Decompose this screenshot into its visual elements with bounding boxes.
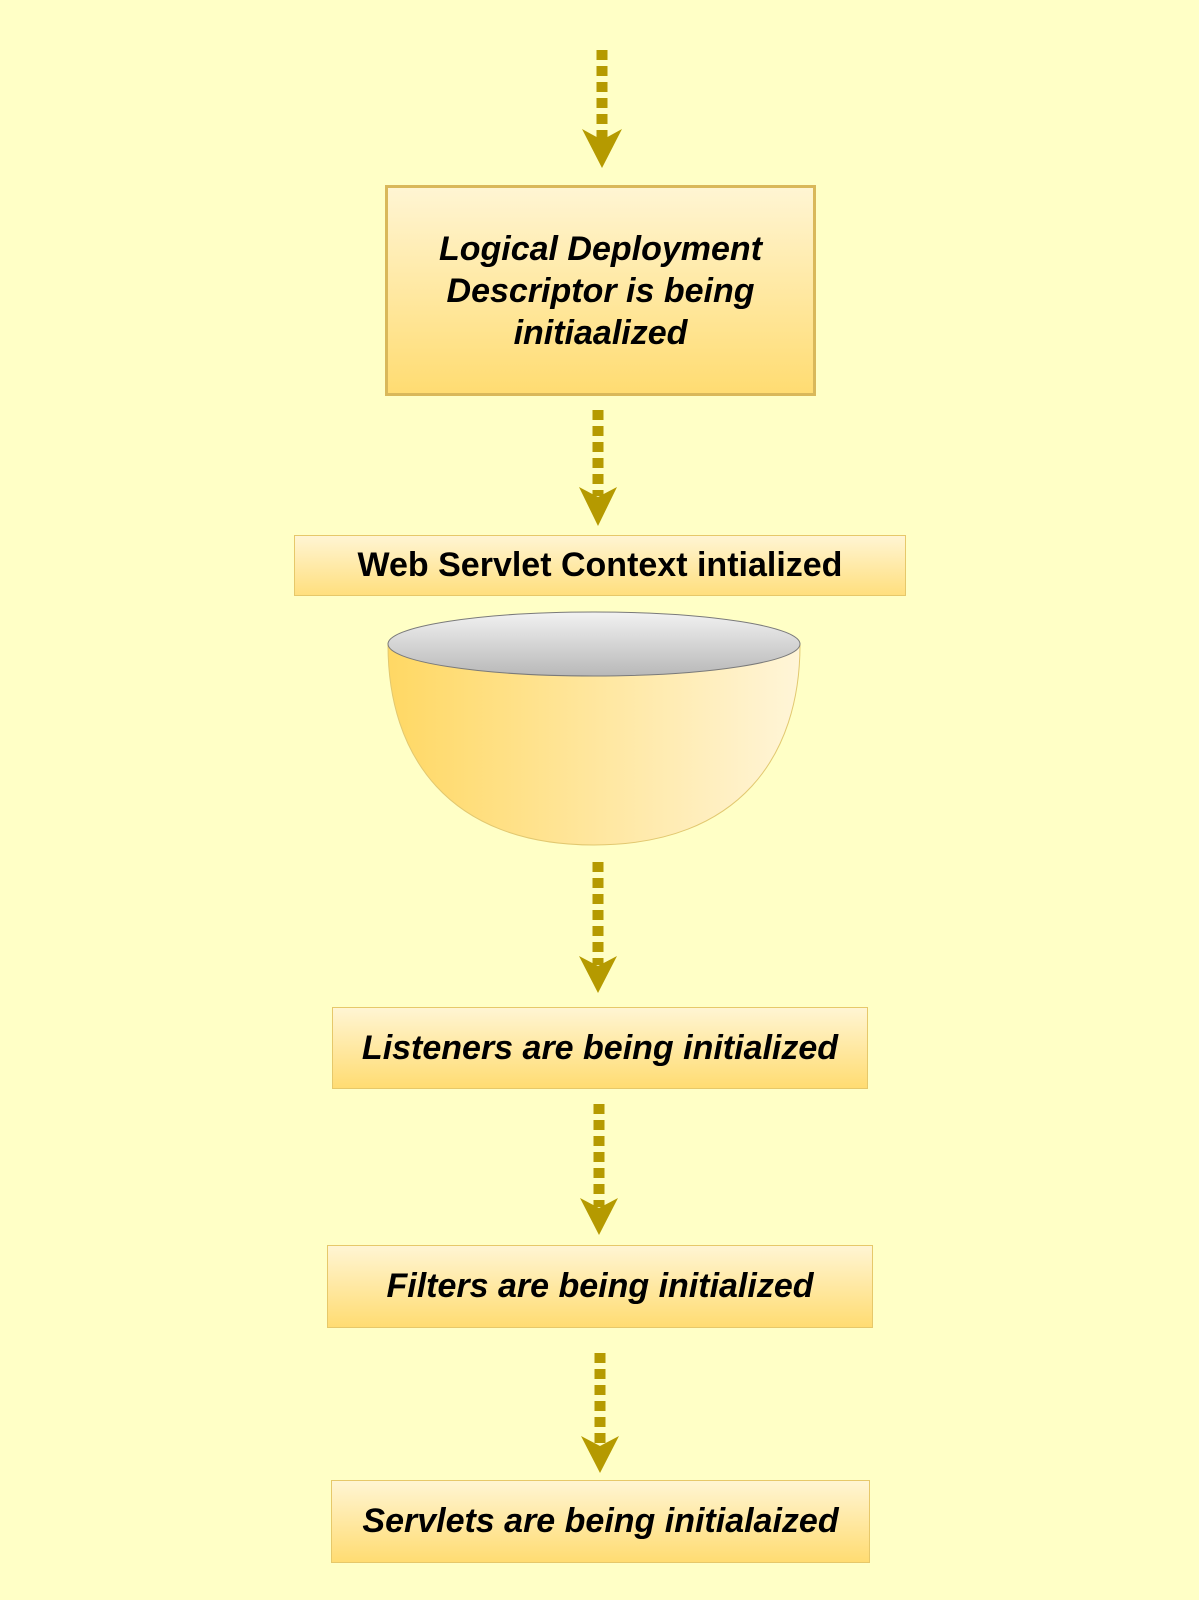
arrow-to-servlets xyxy=(581,1353,619,1473)
step-listeners: Listeners are being initialized xyxy=(332,1007,868,1089)
arrow-to-listeners xyxy=(579,862,617,993)
arrow-to-logical-dd xyxy=(582,50,622,168)
step-web-servlet-context: Web Servlet Context intialized xyxy=(294,535,906,596)
arrow-to-filters xyxy=(580,1104,618,1235)
step-filters: Filters are being initialized xyxy=(327,1245,873,1328)
step-servlets: Servlets are being initialaized xyxy=(331,1480,870,1563)
step-filters-label: Filters are being initialized xyxy=(386,1267,814,1305)
step-web-servlet-context-label: Web Servlet Context intialized xyxy=(357,546,843,584)
arrow-to-web-servlet-context xyxy=(579,410,617,526)
bowl-icon xyxy=(387,611,801,846)
step-listeners-label: Listeners are being initialized xyxy=(361,1028,839,1067)
step-logical-deployment-descriptor-label: Logical Deployment Descriptor is being i… xyxy=(438,229,763,352)
step-logical-deployment-descriptor: Logical Deployment Descriptor is being i… xyxy=(385,185,816,396)
step-servlets-label: Servlets are being initialaized xyxy=(362,1502,839,1540)
